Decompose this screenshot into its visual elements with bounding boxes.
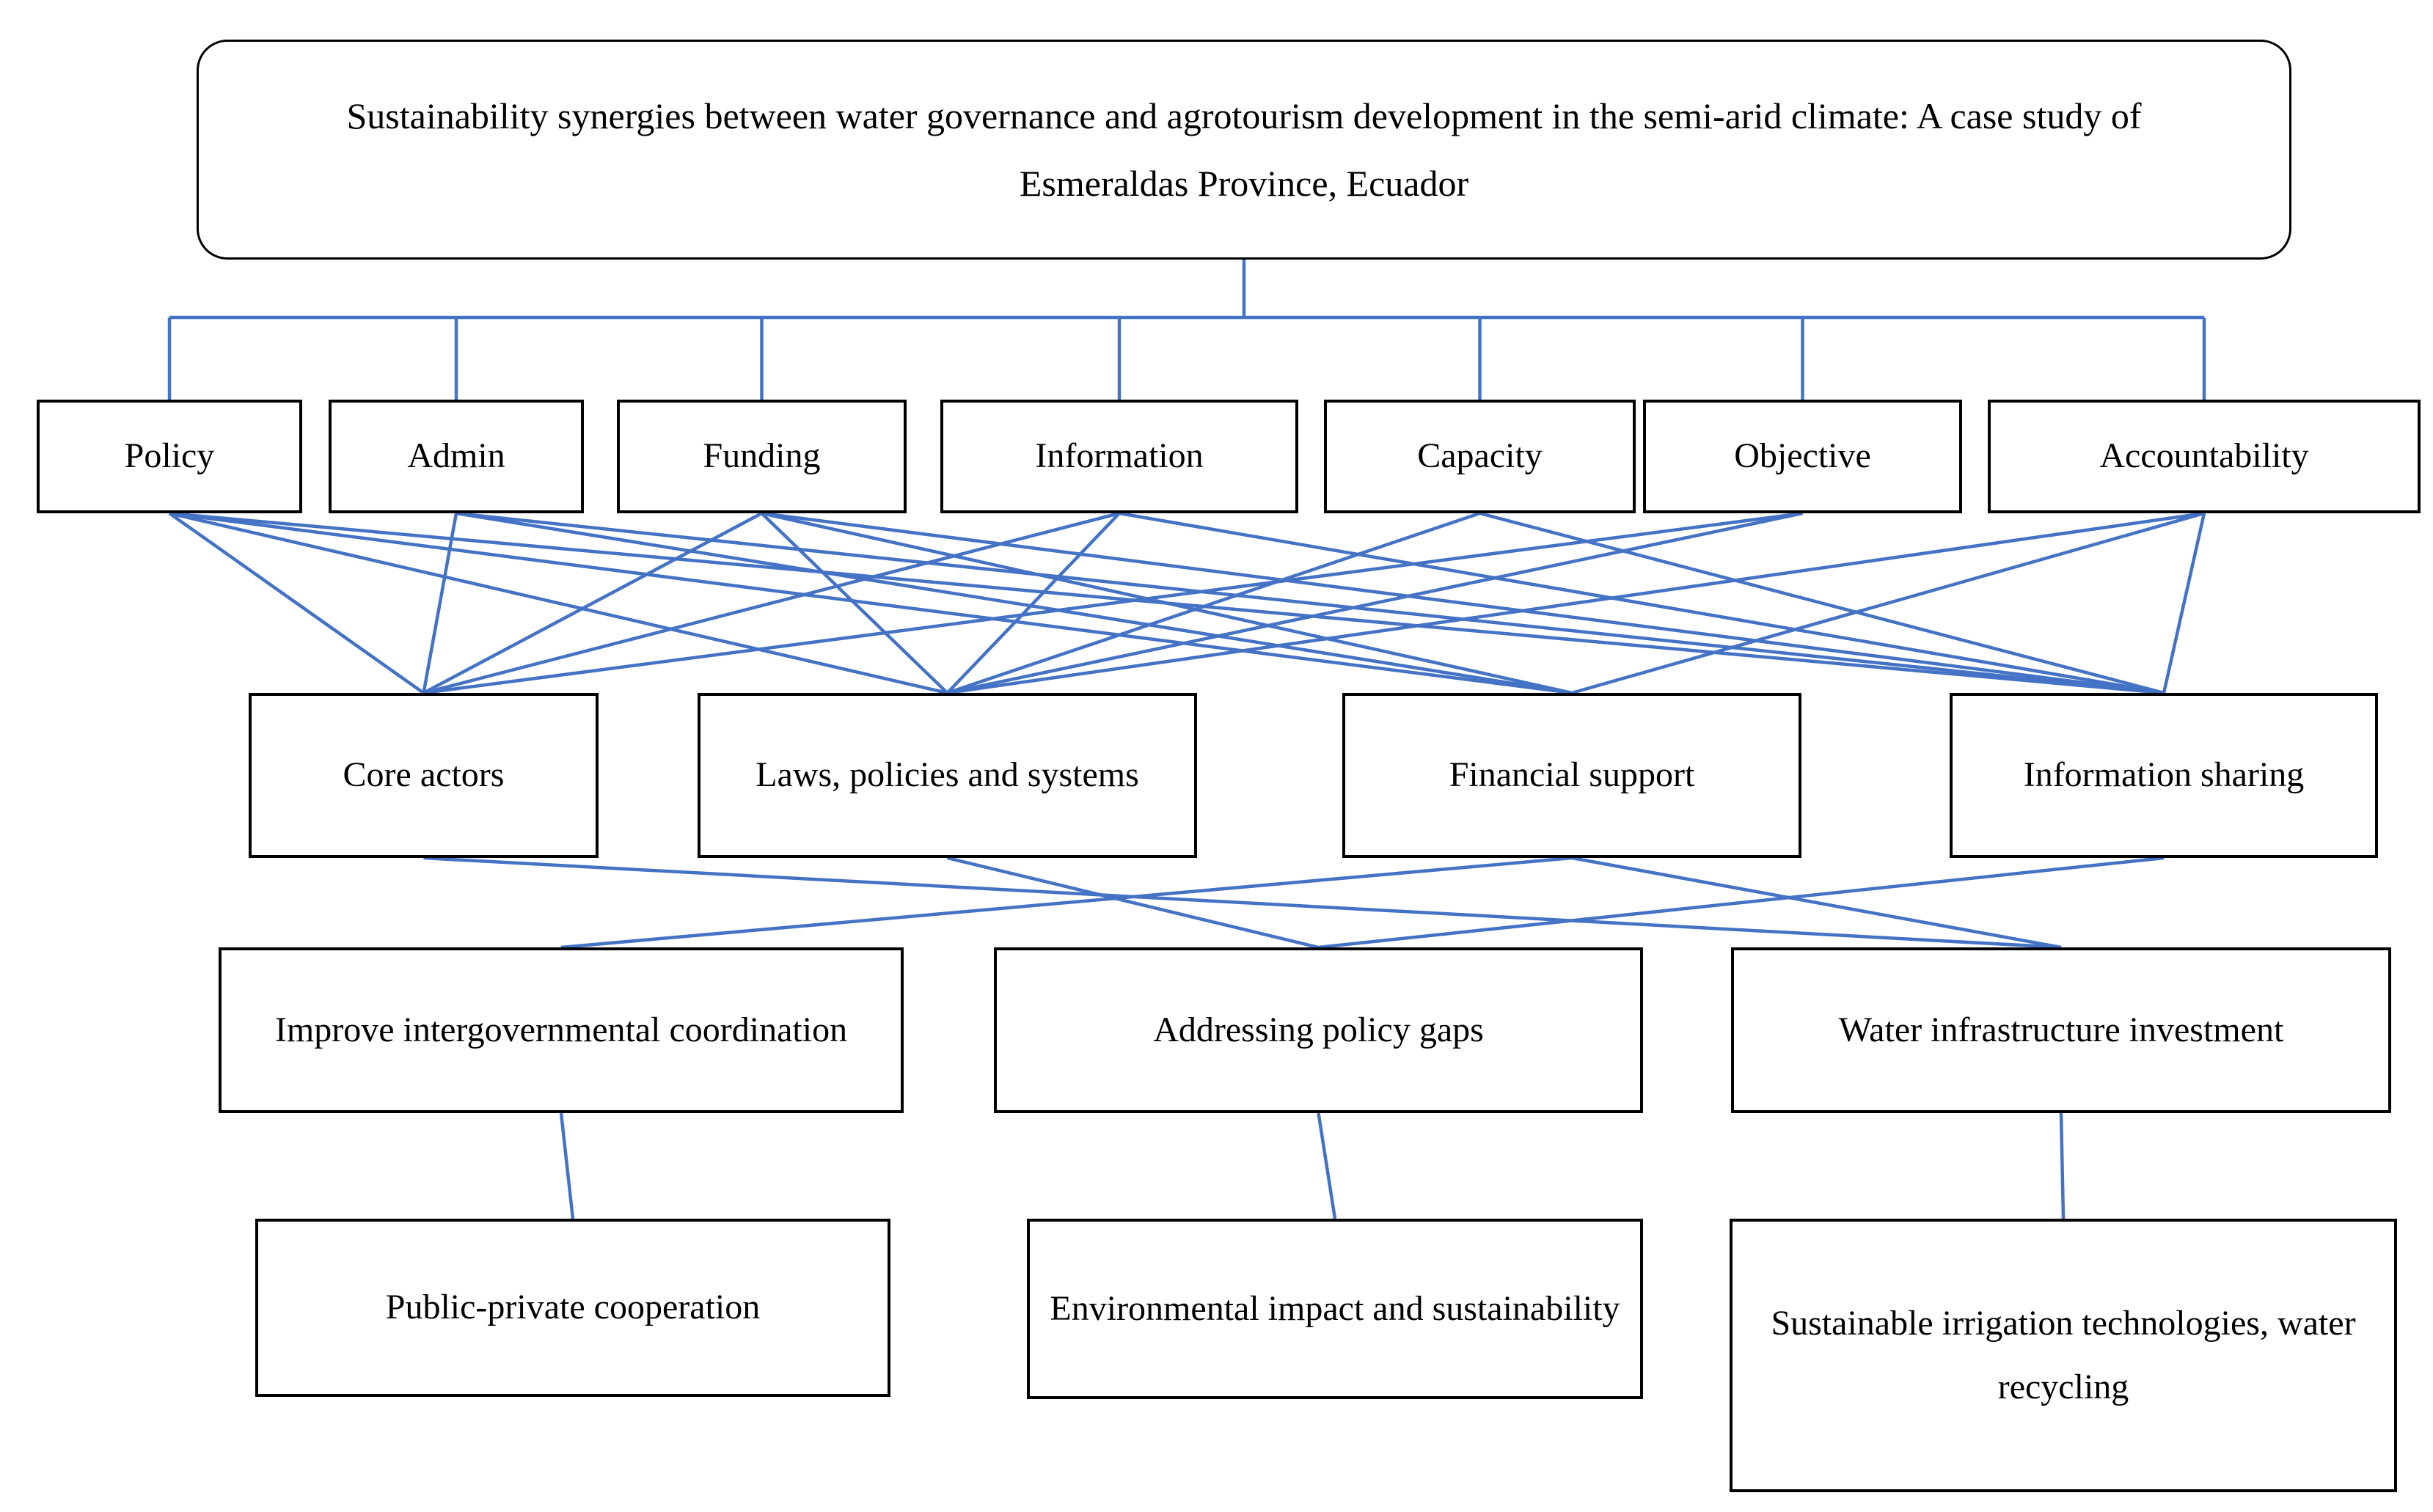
node-funding-label: Funding [703, 436, 821, 476]
node-objective-label: Objective [1734, 436, 1871, 476]
diagram-title-text: Sustainability synergies between water g… [346, 95, 2142, 205]
node-information-sharing-label: Information sharing [2023, 755, 2305, 795]
node-sustainable-irrigation-technologies-label: Sustainable irrigation technologies, wat… [1771, 1304, 2356, 1406]
node-environmental-impact-sustainability: Environmental impact and sustainability [1027, 1219, 1643, 1399]
node-financial-support: Financial support [1342, 693, 1801, 858]
node-admin-label: Admin [407, 436, 505, 476]
node-objective: Objective [1643, 400, 1962, 513]
node-sustainable-irrigation-technologies: Sustainable irrigation technologies, wat… [1730, 1219, 2397, 1492]
node-information-sharing: Information sharing [1950, 693, 2378, 858]
node-environmental-impact-sustainability-label: Environmental impact and sustainability [1050, 1288, 1620, 1328]
node-information-label: Information [1035, 436, 1204, 476]
node-improve-coordination: Improve intergovernmental coordination [219, 947, 904, 1113]
node-water-infrastructure-investment: Water infrastructure investment [1731, 947, 2391, 1113]
node-policy: Policy [37, 400, 302, 513]
node-funding: Funding [617, 400, 907, 513]
node-core-actors-label: Core actors [343, 755, 505, 795]
diagram-title-box: Sustainability synergies between water g… [197, 40, 2291, 260]
node-public-private-cooperation: Public-private cooperation [255, 1219, 890, 1397]
node-accountability: Accountability [1988, 400, 2421, 513]
node-public-private-cooperation-label: Public-private cooperation [385, 1288, 761, 1327]
node-addressing-policy-gaps-label: Addressing policy gaps [1153, 1010, 1484, 1049]
node-information: Information [940, 400, 1298, 513]
node-addressing-policy-gaps: Addressing policy gaps [994, 947, 1643, 1113]
node-financial-support-label: Financial support [1449, 755, 1695, 795]
node-improve-coordination-label: Improve intergovernmental coordination [274, 1010, 848, 1049]
node-policy-label: Policy [124, 436, 215, 476]
node-water-infrastructure-investment-label: Water infrastructure investment [1838, 1010, 2284, 1049]
node-capacity: Capacity [1324, 400, 1636, 513]
node-core-actors: Core actors [249, 693, 599, 858]
node-laws-policies-systems-label: Laws, policies and systems [755, 755, 1139, 795]
node-capacity-label: Capacity [1417, 436, 1543, 476]
node-laws-policies-systems: Laws, policies and systems [698, 693, 1197, 858]
node-admin: Admin [329, 400, 584, 513]
node-accountability-label: Accountability [2099, 436, 2309, 476]
